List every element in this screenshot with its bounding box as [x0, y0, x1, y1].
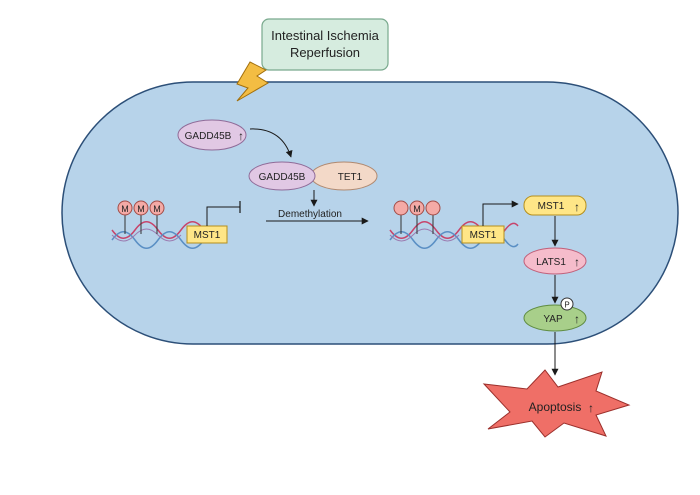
tet1-label: TET1 — [338, 172, 363, 183]
apoptosis-label: Apoptosis — [529, 400, 582, 414]
up-arrow-icon: ↑ — [238, 129, 244, 143]
gadd45b-tet1-complex: GADD45B TET1 — [248, 161, 378, 191]
demethylation-label: Demethylation — [278, 209, 342, 220]
up-arrow-icon: ↑ — [574, 312, 580, 326]
dna-strand-right — [389, 221, 519, 249]
methyl-label: M — [137, 204, 145, 214]
up-arrow-icon: ↑ — [574, 200, 580, 214]
up-arrow-icon: ↑ — [574, 255, 580, 269]
apoptosis-node: Apoptosis ↑ — [482, 369, 631, 438]
stimulus-title-line1: Intestinal Ischemia — [271, 28, 379, 43]
active-promoter-arrow — [482, 200, 519, 226]
dna-strand-left — [111, 221, 205, 249]
methyl-mark — [409, 200, 425, 216]
mst1-gene-left-label: MST1 — [194, 230, 221, 241]
yap-node: YAP ↑ — [523, 304, 587, 332]
phosphorylation-badge: P — [560, 297, 574, 311]
mst1-gene-right: MST1 — [461, 225, 505, 244]
lats1-node: LATS1 ↑ — [523, 247, 587, 275]
phospho-label: P — [564, 301, 569, 310]
gadd45b-upregulated: GADD45B ↑ — [177, 119, 247, 151]
mst1-protein: MST1 ↑ — [523, 195, 587, 216]
lats1-label: LATS1 — [536, 257, 566, 268]
stimulus-box: Intestinal Ischemia Reperfusion — [261, 18, 389, 71]
methyl-mark — [133, 200, 149, 216]
mst1-gene-left: MST1 — [186, 225, 228, 244]
methyl-label: M — [153, 204, 161, 214]
methyl-label: M — [413, 204, 421, 214]
methyl-groups: M M M — [117, 200, 165, 234]
gadd45b-complex-label: GADD45B — [259, 172, 306, 183]
arrow-gadd45b-to-complex — [249, 128, 293, 158]
gadd45b-label: GADD45B — [185, 131, 232, 142]
methyl-mark — [149, 200, 165, 216]
inhibited-promoter — [206, 206, 240, 226]
yap-label: YAP — [543, 314, 563, 325]
gadd45b-complex-node — [248, 161, 316, 191]
stimulus-title-line2: Reperfusion — [290, 45, 360, 60]
mst1-gene-right-label: MST1 — [470, 230, 497, 241]
lightning-bolt-icon — [236, 61, 269, 102]
up-arrow-icon: ↑ — [588, 401, 594, 415]
demethylated-sites: M — [393, 200, 441, 234]
methyl-mark — [117, 200, 133, 216]
methyl-label: M — [121, 204, 129, 214]
mst1-protein-label: MST1 — [538, 201, 565, 212]
